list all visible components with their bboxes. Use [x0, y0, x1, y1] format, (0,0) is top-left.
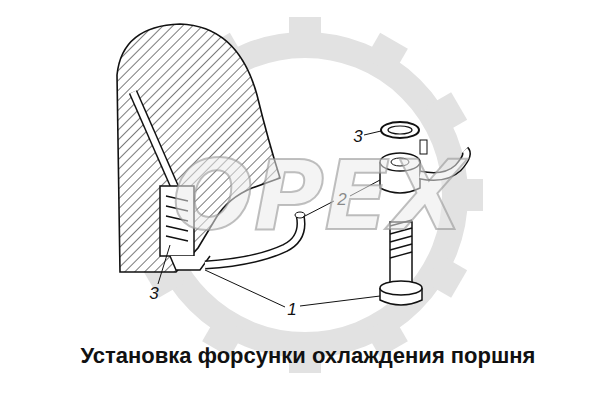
gear-tooth — [425, 255, 467, 298]
gear-tooth — [289, 17, 321, 47]
watermark: OPEX — [172, 148, 464, 244]
callout-number: 3 — [353, 128, 362, 145]
callout-number: 1 — [287, 301, 296, 318]
sealing-ring-inner — [388, 126, 412, 134]
oil-channel-bore — [133, 92, 176, 190]
figure-caption: Установка форсунки охлаждения поршня — [81, 345, 536, 367]
sealing-ring — [381, 122, 419, 138]
gear-tooth — [425, 92, 467, 135]
nozzle-base — [170, 256, 210, 270]
gear-tooth — [365, 33, 408, 75]
oil-channel — [133, 92, 176, 190]
callout-number: 3 — [149, 285, 158, 302]
bolt-head-top — [380, 281, 422, 295]
